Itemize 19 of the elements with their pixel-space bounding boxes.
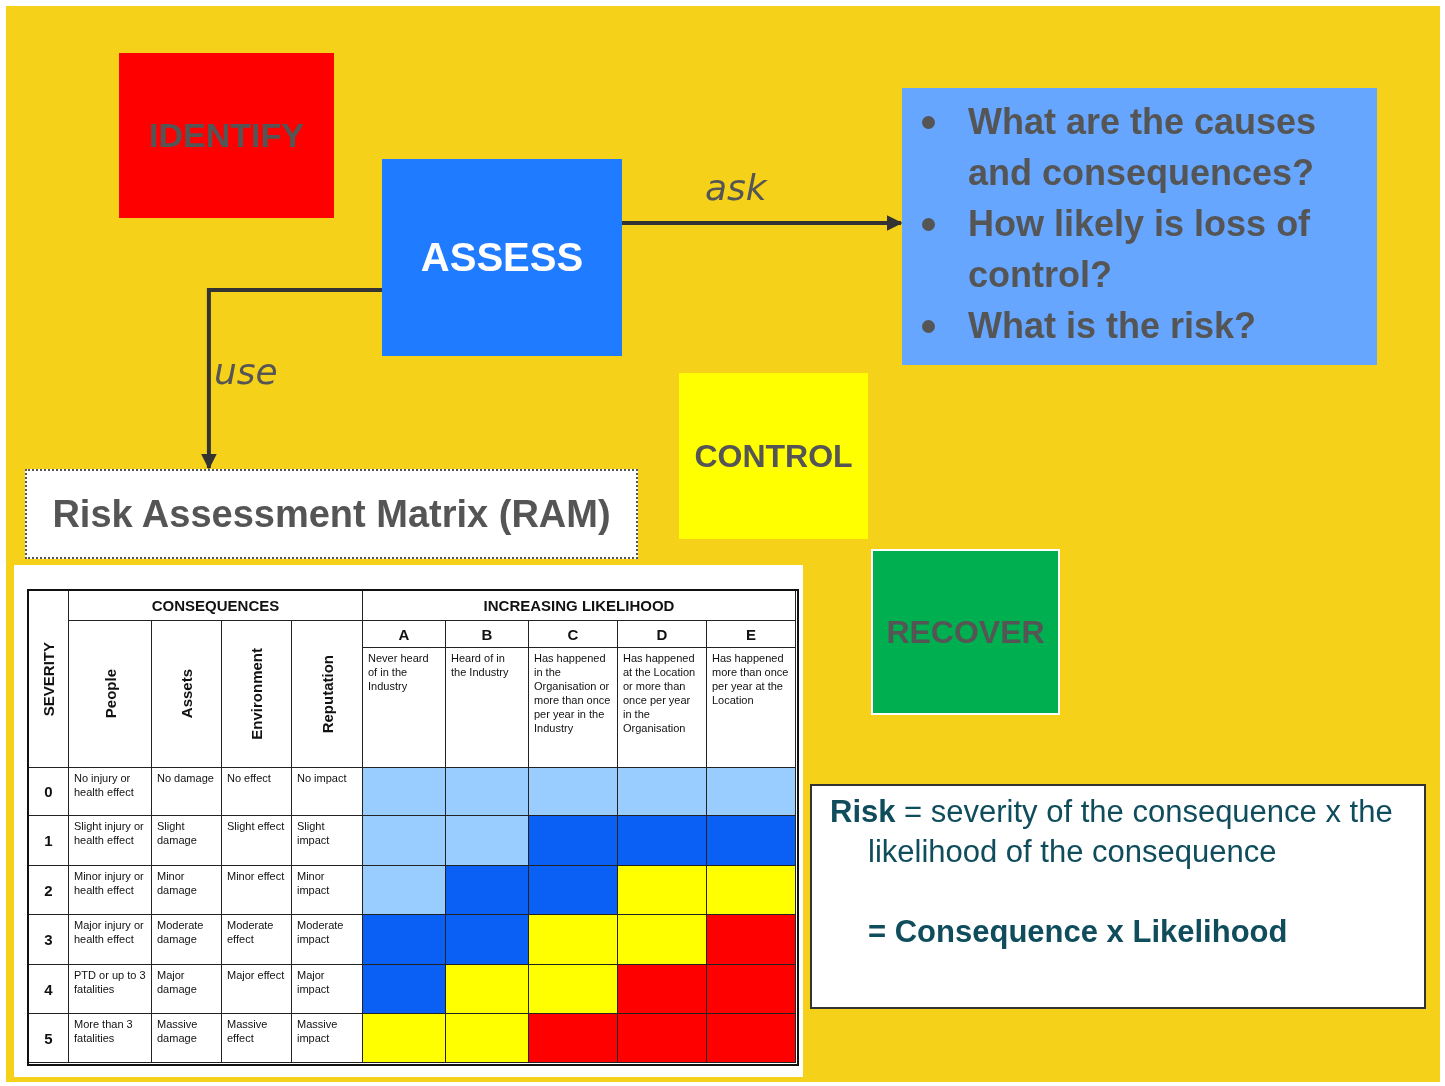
bullet-text: What is the risk? [968, 300, 1357, 351]
bullet-text: What are the causes and consequences? [968, 96, 1357, 198]
arrow [200, 288, 382, 470]
step-box: RECOVER [871, 549, 1060, 715]
step-box: IDENTIFY [119, 53, 334, 218]
formula-panel [810, 784, 1426, 1009]
title-box: Risk Assessment Matrix (RAM) [25, 469, 638, 559]
question-panel [902, 88, 1377, 365]
arrow [622, 215, 903, 232]
step-box: ASSESS [382, 159, 622, 356]
bullet-text: How likely is loss of control? [968, 198, 1357, 300]
step-box: CONTROL [679, 373, 868, 539]
column-header: Environment [248, 648, 265, 740]
formula-text: Risk = severity of the consequence x the likelihood of the consequence [830, 793, 1394, 871]
formula-text: = Consequence x Likelihood [867, 913, 1289, 951]
column-header: Reputation [318, 654, 336, 734]
column-header: SEVERITY [40, 641, 57, 717]
column-header: Assets [178, 669, 195, 719]
column-header: People [101, 669, 119, 719]
